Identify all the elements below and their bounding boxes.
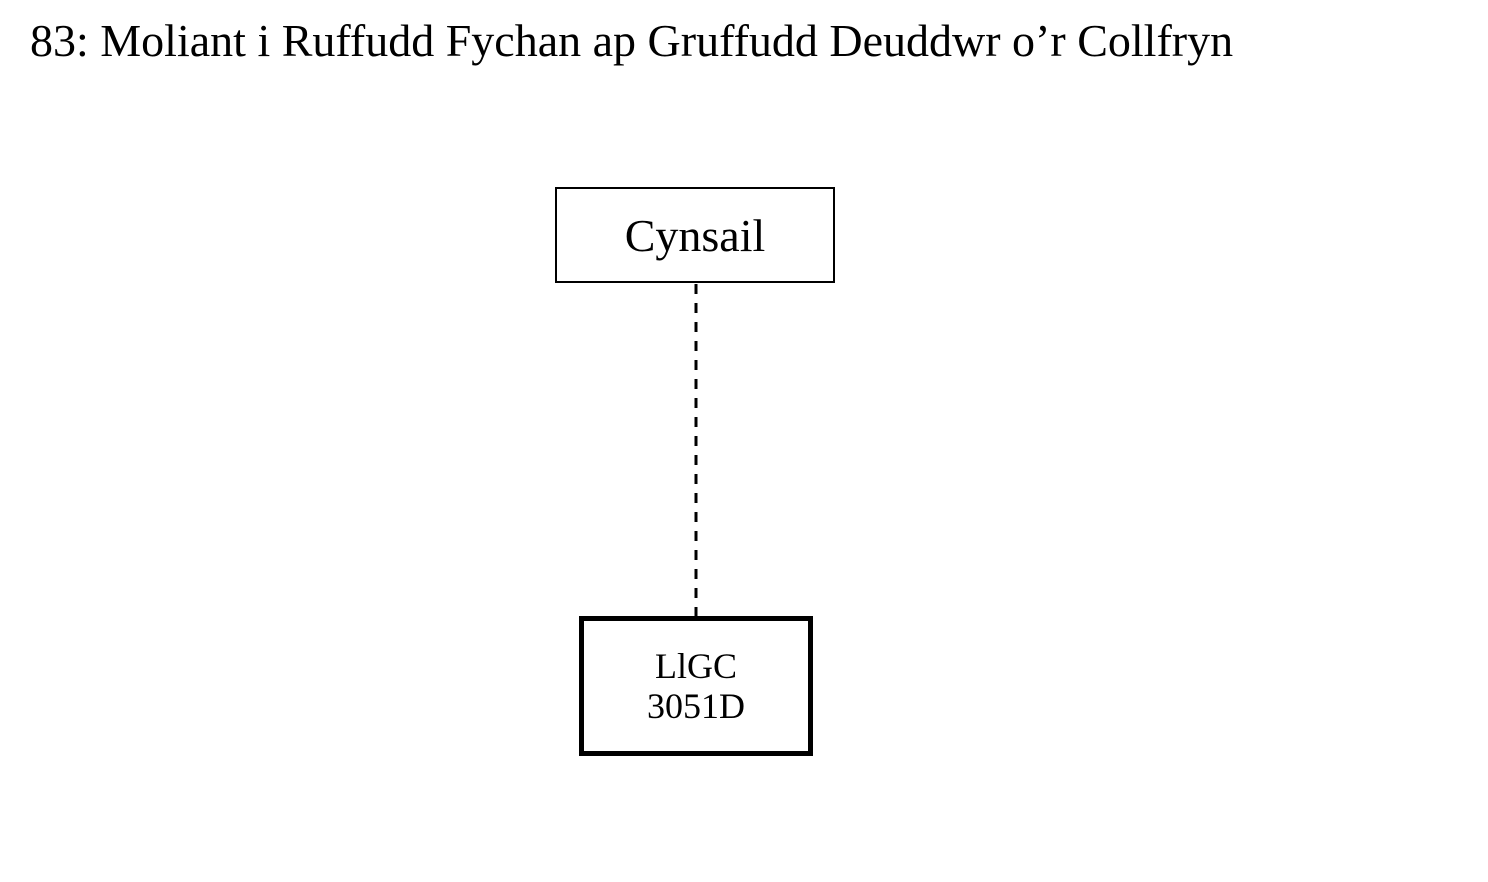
- node-llgc-3051d: LlGC 3051D: [579, 616, 813, 756]
- node-label-line2: 3051D: [647, 686, 745, 726]
- diagram-title: 83: Moliant i Ruffudd Fychan ap Gruffudd…: [30, 15, 1234, 66]
- node-cynsail: Cynsail: [555, 187, 835, 283]
- node-label: Cynsail: [624, 209, 766, 261]
- node-label-line1: LlGC: [654, 646, 737, 686]
